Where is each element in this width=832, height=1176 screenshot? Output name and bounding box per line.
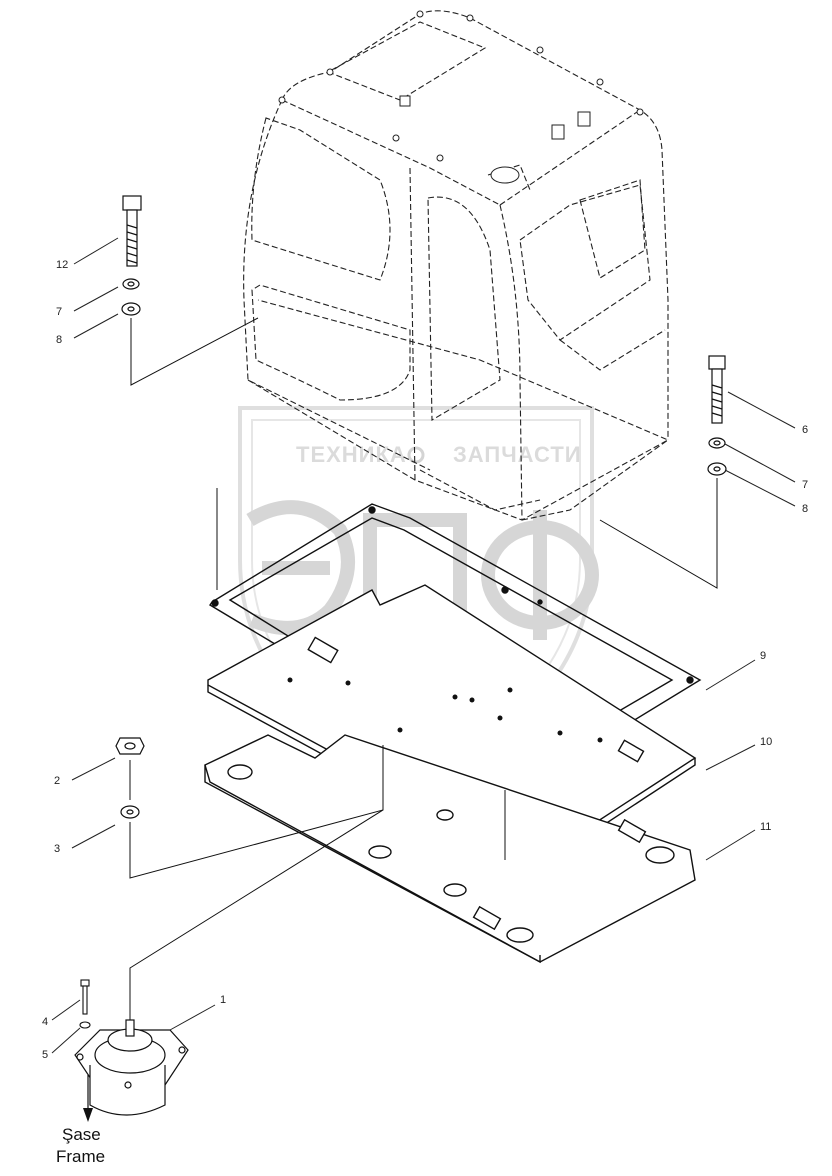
down-arrow-icon xyxy=(83,1075,93,1122)
callout-5: 5 xyxy=(42,1049,48,1061)
base-plate xyxy=(204,734,696,964)
leader-line-nut xyxy=(129,745,384,879)
callout-4: 4 xyxy=(42,1016,48,1028)
watermark-left-text: ТЕХНИКА xyxy=(296,442,407,467)
watermark-right-text: ЗАПЧАСТИ xyxy=(453,442,582,467)
gear-icon xyxy=(407,446,425,464)
bolt-4 xyxy=(80,979,90,1015)
callout-3: 3 xyxy=(54,843,60,855)
frame-label-line1: Şase xyxy=(62,1125,101,1144)
nut-2 xyxy=(115,737,145,755)
leader-line-left xyxy=(130,317,259,386)
leader-line-mount xyxy=(129,809,384,1020)
callout-leaders xyxy=(51,237,796,1054)
washer-5 xyxy=(79,1021,91,1029)
rubber-mount-1 xyxy=(74,1019,189,1116)
washer-7-right xyxy=(708,437,726,449)
washer-8-right xyxy=(707,462,727,476)
bolt-6 xyxy=(708,355,726,424)
callout-11: 11 xyxy=(760,821,771,833)
washer-8-left xyxy=(121,302,141,316)
leader-line-right xyxy=(599,478,718,589)
callout-2: 2 xyxy=(54,775,60,787)
callout-1: 1 xyxy=(220,994,226,1006)
washer-3 xyxy=(120,805,140,819)
callout-7-right: 7 xyxy=(802,479,808,491)
cab-hardware xyxy=(278,10,644,184)
callout-9: 9 xyxy=(760,650,766,662)
operator-cab xyxy=(243,10,670,521)
callout-12: 12 xyxy=(56,259,68,271)
callout-8-left: 8 xyxy=(56,334,62,346)
bolt-12 xyxy=(122,195,142,267)
frame-label-line2: Frame xyxy=(56,1147,105,1166)
watermark: ТЕХНИКА ЗАПЧАСТИ xyxy=(238,406,599,793)
frame-label: Şase Frame xyxy=(56,1125,105,1166)
callout-8-right: 8 xyxy=(802,503,808,515)
washer-7-left xyxy=(122,278,140,290)
callout-labels: 12 7 8 6 7 8 9 10 11 2 3 1 4 5 xyxy=(42,259,808,1061)
callout-6: 6 xyxy=(802,424,808,436)
callout-7-left: 7 xyxy=(56,306,62,318)
callout-10: 10 xyxy=(760,736,772,748)
